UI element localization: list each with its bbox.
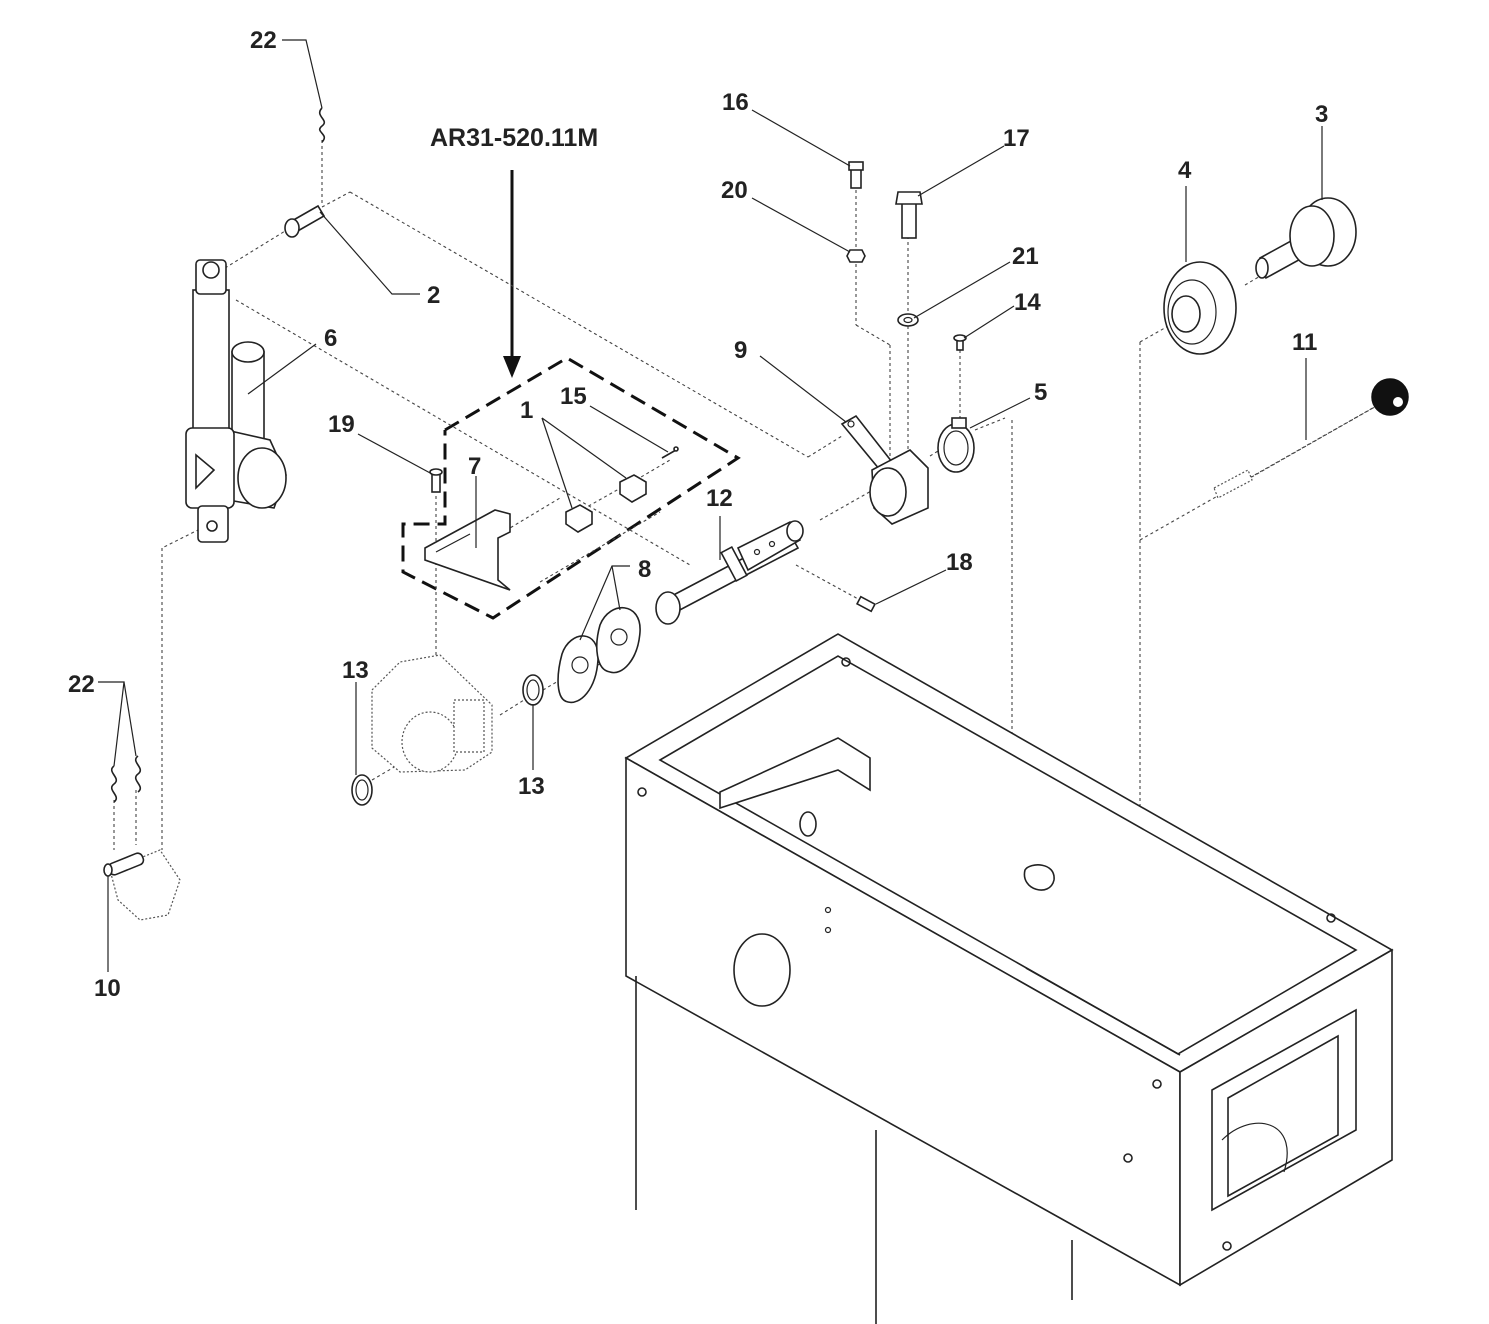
part-17-bolt [895,191,923,239]
callout-12: 12 [706,485,733,512]
assembly-arrow-head [503,356,521,378]
callout-6: 6 [324,325,337,352]
assembly-code: AR31-520.11M [430,124,598,152]
callout-8: 8 [638,556,651,583]
callout-13-left: 13 [342,657,369,684]
callout-15: 15 [560,383,587,410]
callout-3: 3 [1315,101,1328,128]
callout-22-lower: 22 [68,671,95,698]
callout-9: 9 [734,337,747,364]
callout-7: 7 [468,453,481,480]
part-3-knob [1255,197,1357,280]
part-7-sensor-bracket [424,509,511,591]
callout-11: 11 [1292,329,1317,356]
part-6-actuator [185,259,287,543]
callout-16: 16 [722,89,749,116]
callout-1: 1 [520,397,533,424]
part-9-lever [840,414,929,525]
part-2-clevis-pin [284,204,326,238]
callout-19: 19 [328,411,355,438]
explode-lines [113,140,1379,900]
callouts: 22 2 6 19 7 1 15 16 17 20 21 14 9 5 4 3 … [68,27,1328,1002]
subassembly-boundary [401,356,741,620]
callout-4: 4 [1178,157,1192,184]
callout-2: 2 [427,282,440,309]
part-22-hair-pin-upper [318,107,326,143]
machine-base-cabinet [624,633,1394,1324]
part-15-screw [661,446,679,459]
gearbox-phantom [371,654,493,773]
callout-20: 20 [721,177,748,204]
callout-10: 10 [94,975,121,1002]
part-21-washer [897,313,919,327]
part-10-mount-bracket [103,849,181,921]
part-19-screw [429,468,443,493]
part-18-set-screw [855,595,877,613]
callout-14: 14 [1014,289,1041,316]
callout-5: 5 [1034,379,1047,406]
callout-22-upper: 22 [250,27,277,54]
part-4-handwheel [1163,261,1237,355]
part-12-splined-shaft [655,520,804,625]
part-20-nut [846,249,866,263]
part-1-limit-switches [565,474,647,533]
callout-18: 18 [946,549,973,576]
callout-17: 17 [1003,125,1030,152]
callout-21: 21 [1012,243,1039,270]
leader-lines [98,39,1323,972]
part-13-retaining-rings [351,674,544,806]
part-8-cams [557,607,641,704]
part-14-screw [953,334,967,351]
part-5-shaft-collar [937,417,975,473]
part-16-bolt [848,161,864,189]
callout-13-right: 13 [518,773,545,800]
part-22-hair-pins-lower [110,755,142,803]
part-11-shift-rod [1213,378,1409,499]
